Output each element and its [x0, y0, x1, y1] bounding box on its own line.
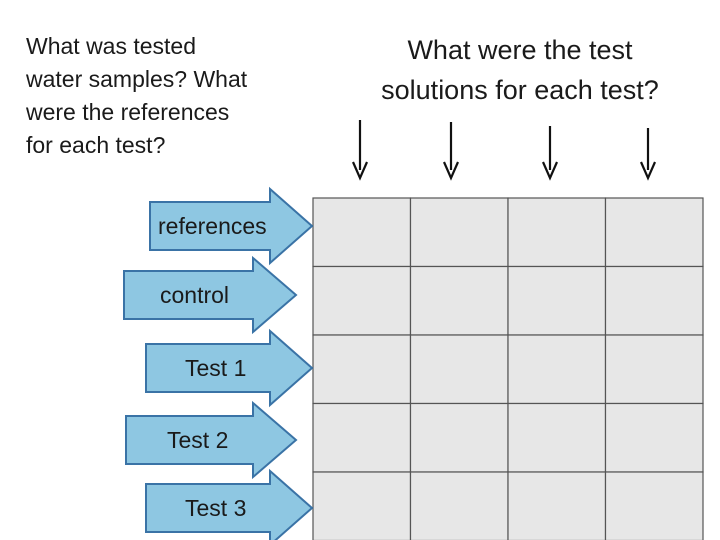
grid-cell[interactable] — [604, 334, 704, 405]
grid-cell[interactable] — [312, 197, 412, 268]
down-arrow-icon — [351, 120, 369, 181]
grid-cell[interactable] — [312, 402, 412, 473]
row-label-arrows — [123, 186, 314, 540]
row-arrow-label: control — [160, 282, 230, 308]
row-arrow-label: Test 1 — [185, 355, 247, 381]
grid-cell[interactable] — [312, 471, 412, 540]
grid-cell[interactable] — [604, 197, 704, 268]
right-arrow-icon — [149, 186, 314, 266]
right-arrow-icon — [123, 255, 298, 335]
grid-cell[interactable] — [312, 265, 412, 336]
grid-cell[interactable] — [409, 402, 509, 473]
down-arrow-icon — [442, 122, 460, 181]
row-arrow-label: Test 3 — [185, 495, 247, 521]
grid-cell[interactable] — [604, 471, 704, 540]
row-arrow-label: references — [158, 213, 267, 239]
grid-cell[interactable] — [604, 402, 704, 473]
grid-cell[interactable] — [507, 402, 607, 473]
grid-cell[interactable] — [507, 265, 607, 336]
right-arrow-icon — [145, 468, 314, 540]
grid-cell[interactable] — [409, 471, 509, 540]
grid-cell[interactable] — [409, 197, 509, 268]
down-arrow-icon — [639, 128, 657, 181]
grid-cell[interactable] — [507, 197, 607, 268]
right-arrow-icon — [125, 400, 298, 480]
right-arrow-icon — [145, 328, 314, 408]
grid-cell[interactable] — [312, 334, 412, 405]
right-question-text: What were the test solutions for each te… — [381, 35, 659, 105]
grid-cell[interactable] — [409, 265, 509, 336]
response-grid — [312, 197, 704, 540]
grid-cell[interactable] — [507, 471, 607, 540]
row-arrow-label: Test 2 — [167, 427, 229, 453]
grid-cell[interactable] — [507, 334, 607, 405]
grid-cell[interactable] — [604, 265, 704, 336]
left-question-text: What was tested water samples? What were… — [26, 33, 248, 158]
grid-cell[interactable] — [409, 334, 509, 405]
column-down-arrows — [351, 120, 657, 181]
down-arrow-icon — [541, 126, 559, 181]
